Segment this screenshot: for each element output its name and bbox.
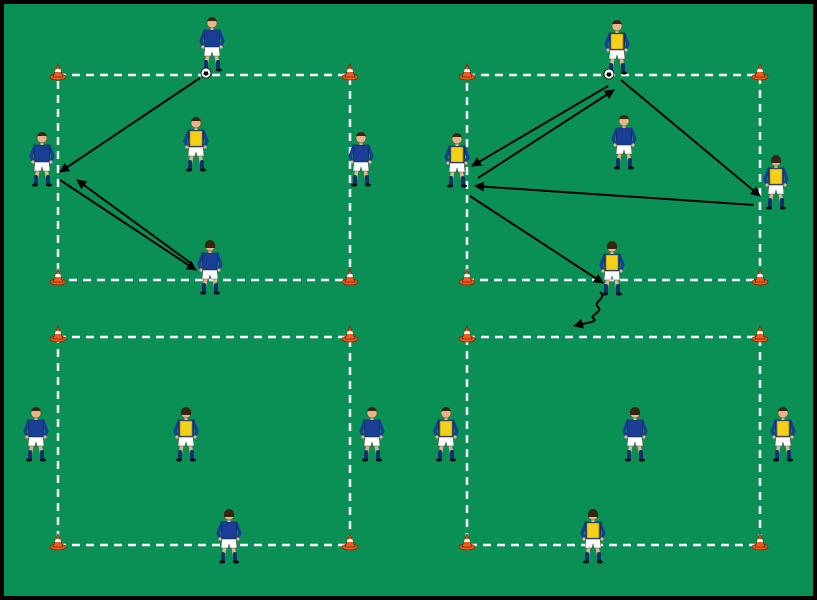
training-cone-icon (49, 532, 67, 551)
training-cone-icon (341, 62, 359, 81)
pass-arrow (620, 79, 761, 197)
training-cone-icon (341, 532, 359, 551)
zone-boundary-bottom-right (465, 335, 762, 547)
footballer-icon (29, 132, 55, 187)
training-cone-icon (458, 267, 476, 286)
footballer-icon (359, 407, 385, 462)
pass-arrow (59, 77, 201, 173)
footballer-icon (173, 407, 199, 462)
footballer-icon (622, 407, 648, 462)
footballer-icon (763, 155, 789, 210)
training-cone-icon (49, 62, 67, 81)
footballer-icon (444, 133, 470, 188)
footballer-icon (348, 132, 374, 187)
pass-arrow (76, 179, 193, 265)
footballer-icon (580, 509, 606, 564)
training-cone-icon (751, 324, 769, 343)
soccer-ball-icon (603, 68, 615, 80)
footballer-icon (183, 117, 209, 172)
footballer-icon (611, 115, 637, 170)
training-cone-icon (751, 532, 769, 551)
dribble-arrow (573, 291, 604, 329)
footballer-icon (599, 241, 625, 296)
footballer-icon (770, 407, 796, 462)
training-cone-icon (458, 324, 476, 343)
footballer-icon (216, 509, 242, 564)
training-cone-icon (751, 267, 769, 286)
zone-boundary-bottom-left (56, 335, 352, 547)
pass-arrow (471, 85, 609, 167)
pass-arrow (469, 195, 604, 284)
footballer-icon (23, 407, 49, 462)
training-cone-icon (49, 324, 67, 343)
soccer-ball-icon (200, 67, 212, 79)
training-cone-icon (751, 62, 769, 81)
footballer-icon (199, 17, 225, 72)
training-cone-icon (458, 532, 476, 551)
footballer-icon (197, 240, 223, 295)
pass-arrow (477, 89, 615, 179)
training-cone-icon (341, 324, 359, 343)
pass-arrow (474, 181, 755, 206)
training-cone-icon (458, 62, 476, 81)
footballer-icon (433, 407, 459, 462)
pass-arrow (59, 179, 197, 271)
training-cone-icon (341, 267, 359, 286)
training-cone-icon (49, 267, 67, 286)
